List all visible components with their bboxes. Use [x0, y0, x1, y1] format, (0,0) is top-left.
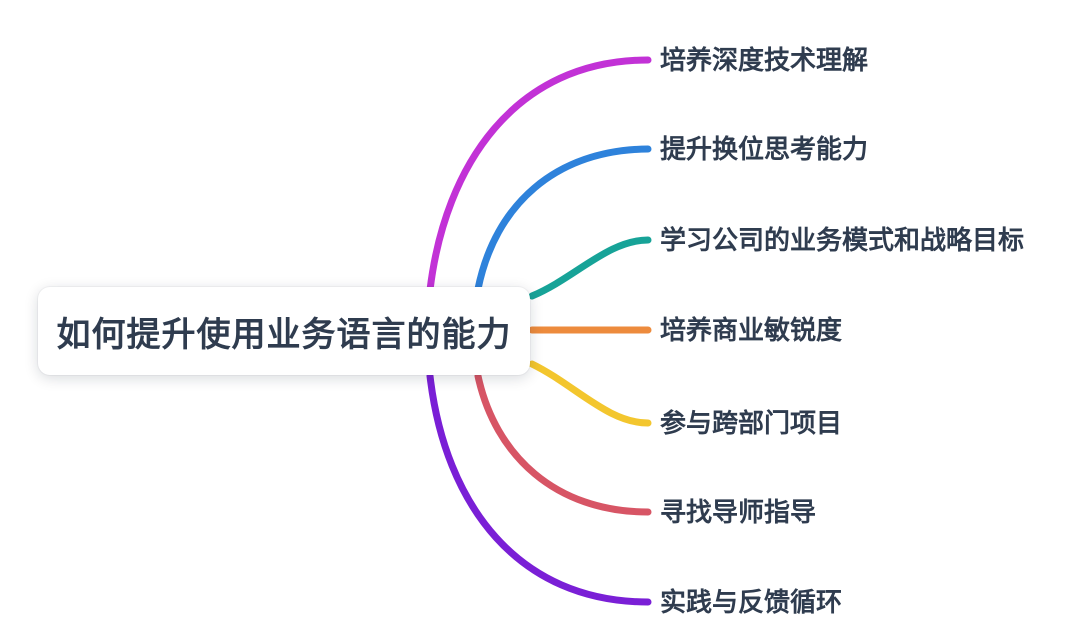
branch-label-0[interactable]: 培养深度技术理解 [660, 45, 869, 75]
branch-label-6[interactable]: 实践与反馈循环 [660, 587, 843, 617]
central-node-label: 如何提升使用业务语言的能力 [56, 315, 512, 354]
branch-label-4[interactable]: 参与跨部门项目 [660, 408, 843, 438]
branch-curve-4 [528, 360, 652, 427]
branch-curve-5 [474, 372, 652, 516]
branch-label-2[interactable]: 学习公司的业务模式和战略目标 [660, 225, 1025, 255]
branch-label-5[interactable]: 寻找导师指导 [660, 497, 817, 527]
central-node[interactable]: 如何提升使用业务语言的能力 [38, 287, 530, 375]
branch-curve-0 [426, 56, 652, 294]
branch-curve-6 [426, 372, 652, 606]
branch-label-3[interactable]: 培养商业敏锐度 [660, 315, 843, 345]
branch-label-1[interactable]: 提升换位思考能力 [660, 134, 869, 164]
branch-curve-2 [528, 236, 652, 300]
branch-curve-1 [474, 145, 652, 293]
